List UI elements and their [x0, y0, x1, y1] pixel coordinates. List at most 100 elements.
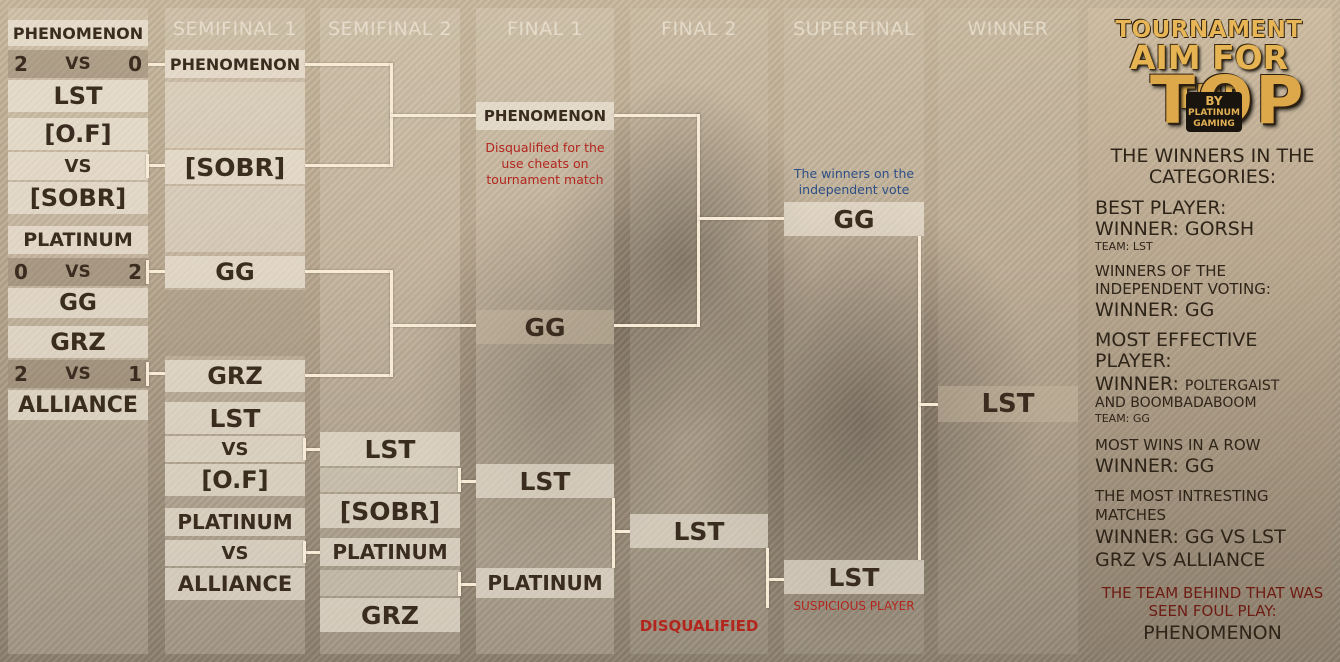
r1-m3-score-row: 0 VS 2	[8, 258, 148, 286]
sf-slot-b: LST	[784, 560, 924, 594]
r1-m2-team1: [O.F]	[8, 118, 148, 150]
interesting-winner1: WINNER: GG VS LST	[1095, 526, 1286, 548]
f1-note: Disqualified for the use cheats on tourn…	[485, 140, 605, 187]
wins-row-winner: WINNER: GG	[1095, 455, 1215, 477]
sf-note2: SUSPICIOUS PLAYER	[793, 599, 915, 613]
connector	[148, 372, 165, 375]
f2-slot-a: LST	[630, 514, 768, 548]
connector	[305, 270, 393, 273]
winner-column	[938, 8, 1078, 654]
connector	[458, 572, 461, 596]
connector	[146, 260, 149, 284]
s2-slot-a: LST	[320, 432, 460, 466]
r1-m1-team1: PHENOMENON	[8, 20, 148, 46]
final2-column	[630, 8, 768, 654]
f1-slot-b: GG	[476, 310, 614, 344]
connector	[303, 438, 306, 460]
s1-slot-c: GG	[165, 256, 305, 288]
connector	[460, 583, 476, 586]
logo-brand1: PLATINUM	[1188, 108, 1240, 118]
logo-brand2: GAMING	[1193, 119, 1235, 129]
connector	[458, 468, 461, 492]
r1-m1-score2: 0	[128, 52, 142, 76]
r1-m4-team2: ALLIANCE	[8, 390, 148, 420]
s1-slot-g: [O.F]	[165, 464, 305, 496]
connector	[146, 362, 149, 386]
r1-m2-team2: [SOBR]	[8, 182, 148, 214]
interesting-title: THE MOST INTRESTING MATCHES	[1095, 487, 1269, 524]
s1-empty	[165, 82, 305, 148]
effective-winner-label: WINNER:	[1095, 373, 1179, 395]
s2-slot-c: PLATINUM	[320, 538, 460, 566]
connector	[390, 114, 476, 117]
r1-m4-score1: 2	[14, 362, 28, 386]
s2-slot-b: [SOBR]	[320, 494, 460, 528]
header-superfinal: SUPERFINAL	[793, 18, 915, 40]
sf-note: The winners on the independent vote	[793, 166, 915, 197]
winner-team: LST	[938, 386, 1078, 422]
r1-m2-vs: VS	[8, 152, 148, 180]
logo-tournament: TOURNAMENT	[1115, 17, 1303, 43]
s1-slot-e: LST	[165, 402, 305, 434]
s2-empty	[320, 570, 460, 596]
s2-empty	[320, 468, 460, 492]
r1-m1-team2: LST	[8, 80, 148, 112]
s1-empty	[165, 186, 305, 252]
s1-slot-a: PHENOMENON	[165, 50, 305, 78]
header-winner: WINNER	[967, 18, 1049, 40]
header-semifinal1: SEMIFINAL 1	[172, 18, 298, 40]
effective-title: MOST EFFECTIVE PLAYER:	[1095, 329, 1258, 372]
connector	[148, 164, 165, 167]
r1-m3-score1: 0	[14, 260, 28, 284]
r1-m4-vs: VS	[65, 364, 91, 384]
r1-m3-team1: PLATINUM	[8, 226, 148, 254]
connector	[612, 498, 615, 568]
r1-m3-score2: 2	[128, 260, 142, 284]
s2-slot-d: GRZ	[320, 598, 460, 632]
s1-slot-d: GRZ	[165, 360, 305, 392]
wins-row-title: MOST WINS IN A ROW	[1095, 436, 1261, 454]
foul-title: THE TEAM BEHIND THAT WAS SEEN FOUL PLAY:	[1101, 584, 1324, 620]
indep-title: WINNERS OF THE INDEPENDENT VOTING:	[1095, 262, 1271, 298]
connector	[146, 154, 149, 178]
s1-slot-i: VS	[165, 540, 305, 566]
r1-m3-vs: VS	[65, 262, 91, 282]
connector	[918, 403, 938, 406]
r1-m4-team1: GRZ	[8, 326, 148, 358]
connector	[460, 480, 476, 483]
s1-empty	[165, 290, 305, 356]
connector	[614, 324, 700, 327]
r1-m1-vs: VS	[65, 54, 91, 74]
connector	[390, 270, 393, 377]
r1-m4-score-row: 2 VS 1	[8, 360, 148, 388]
r1-m1-score-row: 2 VS 0	[8, 50, 148, 78]
header-final2: FINAL 2	[661, 18, 737, 40]
connector	[697, 217, 784, 220]
s1-slot-h: PLATINUM	[165, 508, 305, 536]
connector	[305, 374, 393, 377]
s1-slot-b: [SOBR]	[165, 150, 305, 184]
connector	[303, 541, 306, 563]
logo-by: BY	[1205, 94, 1223, 108]
best-player-title: BEST PLAYER:	[1095, 197, 1227, 219]
effective-team: TEAM: GG	[1095, 412, 1150, 425]
effective-winner-names2: AND BOOMBADABOOM	[1095, 395, 1257, 411]
connector	[614, 114, 700, 117]
f1-slot-a: PHENOMENON	[476, 102, 614, 130]
effective-winner: WINNER: POLTERGAIST	[1095, 375, 1330, 394]
best-player-winner: WINNER: GORSH	[1095, 218, 1255, 240]
foul-team: PHENOMENON	[1143, 622, 1282, 644]
logo-badge: BY PLATINUM GAMING	[1186, 92, 1242, 132]
interesting-winner2: GRZ VS ALLIANCE	[1095, 549, 1266, 571]
indep-winner: WINNER: GG	[1095, 299, 1215, 321]
f1-slot-c: LST	[476, 464, 614, 498]
sf-slot-a: GG	[784, 202, 924, 236]
connector	[305, 551, 320, 554]
connector	[148, 63, 165, 66]
f2-note: DISQUALIFIED	[639, 617, 759, 635]
connector	[918, 236, 921, 560]
superfinal-column	[784, 8, 924, 654]
s1-slot-j: ALLIANCE	[165, 568, 305, 600]
connector	[305, 63, 393, 66]
